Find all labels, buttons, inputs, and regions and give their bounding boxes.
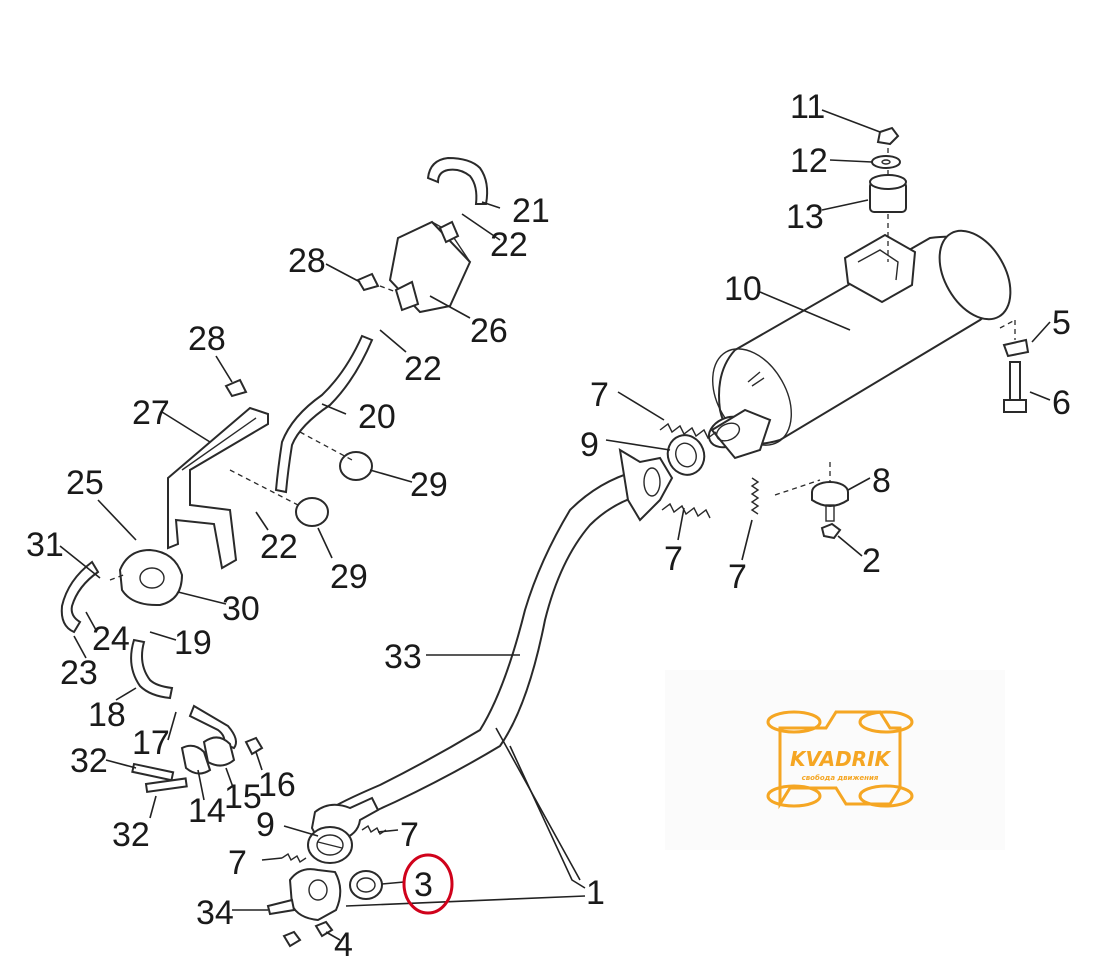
dashed-guides (109, 285, 397, 581)
label-part-25: 25 (66, 464, 104, 502)
label-part-5: 5 (1052, 304, 1071, 342)
label-part-14: 14 (188, 792, 226, 830)
label-part-21: 21 (512, 192, 550, 230)
label-part-22-low: 22 (260, 528, 298, 566)
damper-and-nut (774, 462, 849, 540)
bracket-27 (167, 406, 269, 570)
label-part-17: 17 (132, 724, 170, 762)
pipe-and-flange-14-15 (180, 704, 264, 775)
gasket-muffler (666, 434, 706, 476)
label-part-23: 23 (60, 654, 98, 692)
hose-23 (60, 560, 100, 634)
label-part-34: 34 (196, 894, 234, 932)
label-part-27: 27 (132, 394, 170, 432)
label-part-28-left: 28 (188, 320, 226, 358)
label-part-19: 19 (174, 624, 212, 662)
label-part-7-muffler-bottom: 7 (664, 540, 683, 578)
label-part-32-bottom: 32 (112, 816, 150, 854)
logo-tagline: свобода движения (802, 774, 879, 782)
label-part-3: 3 (414, 866, 433, 904)
studs-32 (131, 762, 188, 794)
label-part-12: 12 (790, 142, 828, 180)
label-part-28-top: 28 (288, 242, 326, 280)
label-part-2: 2 (862, 542, 881, 580)
label-part-7-flange-left: 7 (228, 844, 247, 882)
label-part-10: 10 (724, 270, 762, 308)
bolt-28 (224, 272, 380, 398)
engine-flange (266, 796, 387, 948)
hose-18 (130, 638, 174, 700)
air-filter-box (388, 220, 472, 314)
label-part-24: 24 (92, 620, 130, 658)
label-part-7-muffler-right: 7 (728, 558, 747, 596)
part-labels: 11 12 13 10 5 6 8 2 7 9 7 7 33 21 22 28 … (26, 88, 1071, 959)
label-part-9-flange: 9 (256, 806, 275, 844)
label-part-7-flange-right: 7 (400, 816, 419, 854)
leader-lines (59, 109, 1051, 941)
label-part-18: 18 (88, 696, 126, 734)
springs-muffler (659, 422, 760, 519)
valve-30 (118, 548, 184, 607)
label-part-22-mid: 22 (404, 350, 442, 388)
rubber-29 (295, 451, 373, 527)
label-part-1: 1 (586, 874, 605, 912)
logo-brand: KVADRIK (790, 747, 892, 771)
label-part-13: 13 (786, 198, 824, 236)
label-part-9-muffler: 9 (580, 426, 599, 464)
label-part-6: 6 (1052, 384, 1071, 422)
exhaust-pipe (323, 448, 674, 834)
highlight-circle-part-3 (402, 853, 454, 915)
label-part-22-top: 22 (490, 226, 528, 264)
hose-20 (274, 334, 374, 494)
label-part-29-right: 29 (410, 466, 448, 504)
label-part-4: 4 (334, 926, 353, 959)
label-part-30: 30 (222, 590, 260, 628)
label-part-32-top: 32 (70, 742, 108, 780)
label-part-16: 16 (258, 766, 296, 804)
label-part-29-low: 29 (330, 558, 368, 596)
label-part-33: 33 (384, 638, 422, 676)
label-part-31: 31 (26, 526, 64, 564)
bolt-and-washer (999, 319, 1030, 413)
label-part-8: 8 (872, 462, 891, 500)
muffler (712, 229, 1012, 446)
label-part-11: 11 (790, 88, 825, 126)
label-part-15: 15 (224, 778, 262, 816)
label-part-26: 26 (470, 312, 508, 350)
label-part-20: 20 (358, 398, 396, 436)
muffler-inlet (707, 408, 772, 460)
label-part-7-muffler-top: 7 (590, 376, 609, 414)
mount-stack (869, 126, 907, 262)
hose-21 (426, 156, 489, 205)
watermark-logo: KVADRIK свобода движения (665, 670, 1005, 850)
